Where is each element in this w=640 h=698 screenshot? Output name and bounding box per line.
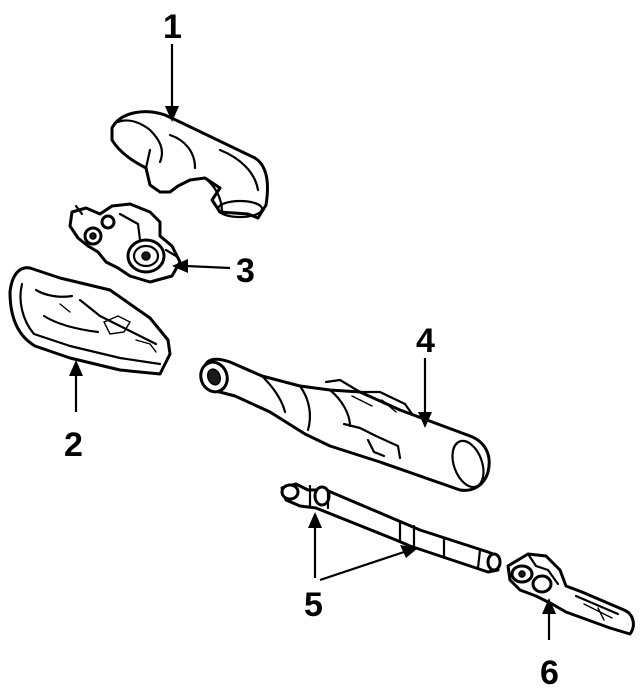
part-6-u-joint xyxy=(506,552,635,636)
callout-1: 1 xyxy=(163,8,182,46)
callout-2: 2 xyxy=(64,426,83,464)
part-5-intermediate-shaft xyxy=(280,482,502,574)
callout-labels: 1 2 3 4 5 6 xyxy=(64,8,559,692)
part-3-lock-housing xyxy=(68,202,182,284)
callout-6: 6 xyxy=(540,654,559,692)
callout-3: 3 xyxy=(236,252,255,290)
part-4-column-jacket xyxy=(199,357,491,492)
leader-lines xyxy=(69,44,556,640)
callout-4: 4 xyxy=(416,322,435,360)
part-1-upper-shroud xyxy=(110,110,270,220)
part-2-lower-shroud xyxy=(8,266,172,376)
callout-5: 5 xyxy=(304,586,323,624)
